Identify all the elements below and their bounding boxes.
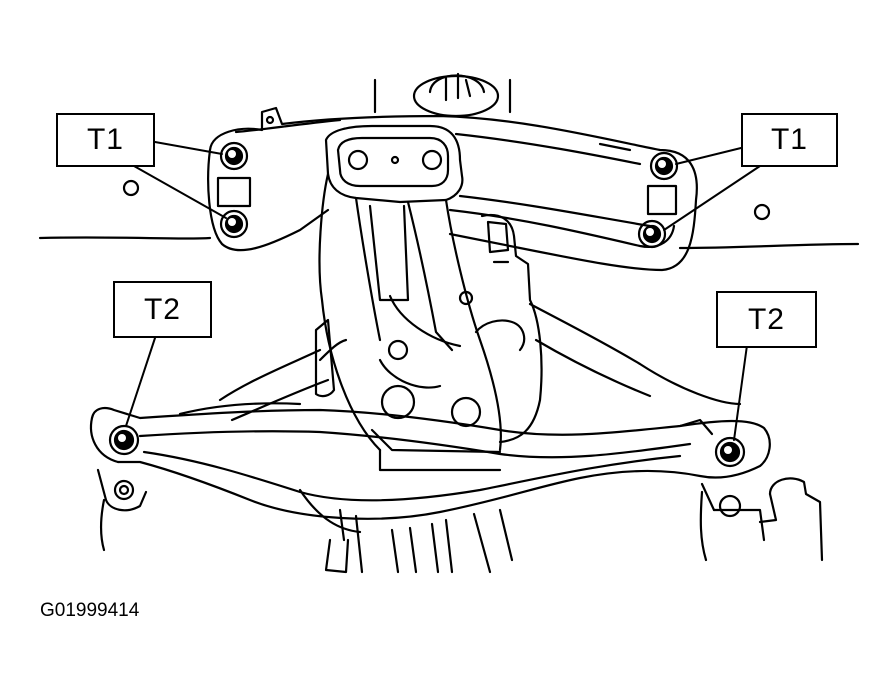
callout-t2-right: T2: [716, 291, 817, 348]
transmission-background: [218, 213, 742, 444]
body-hole-left: [122, 179, 140, 197]
lower-rear-parts: [113, 477, 824, 574]
lower-crossmember: [89, 402, 771, 552]
bolt-icon: [108, 141, 746, 468]
callout-t1-left: T1: [56, 113, 155, 167]
callout-t1-right: T1: [741, 113, 838, 167]
figure-code: G01999414: [40, 600, 140, 621]
leader-lines: [125, 141, 761, 441]
callout-t2-left: T2: [113, 281, 212, 338]
engine-mount-bracket: [318, 124, 502, 472]
upper-crossmember: [207, 106, 698, 272]
body-hole-right: [753, 203, 771, 221]
body-floor-line: [38, 236, 860, 250]
top-shaft: [373, 72, 512, 118]
